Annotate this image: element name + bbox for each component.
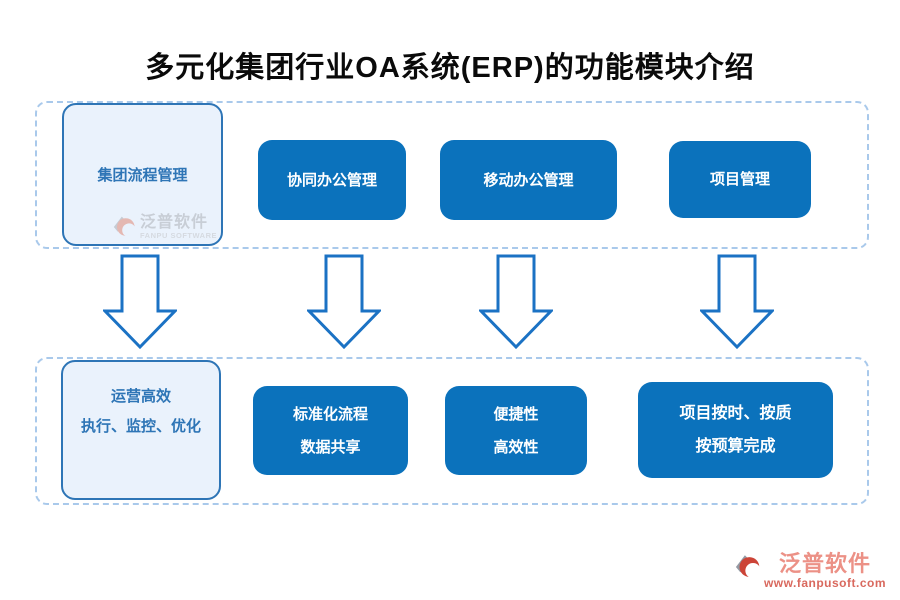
watermark-subtitle: FANPU SOFTWARE bbox=[139, 230, 217, 240]
benefit-line: 高效性 bbox=[493, 438, 539, 456]
page-title: 多元化集团行业OA系统(ERP)的功能模块介绍 bbox=[145, 52, 755, 84]
module-label: 项目管理 bbox=[709, 171, 770, 188]
benefit-box-convenience: 便捷性 高效性 bbox=[445, 386, 587, 475]
benefit-line: 按预算完成 bbox=[695, 438, 776, 455]
watermark-name: 泛普软件 bbox=[139, 213, 208, 231]
fanpu-logo-icon bbox=[735, 555, 761, 579]
module-box-project-management: 项目管理 bbox=[669, 141, 811, 218]
module-label: 移动办公管理 bbox=[483, 171, 574, 189]
watermark: 泛普软件 FANPU SOFTWARE bbox=[113, 214, 217, 240]
watermark-text: 泛普软件 FANPU SOFTWARE bbox=[139, 213, 217, 240]
outcome-line: 运营高效 bbox=[110, 388, 171, 405]
fanpu-logo-icon bbox=[113, 216, 136, 237]
module-box-mobile-office: 移动办公管理 bbox=[440, 140, 617, 220]
down-arrow-icon bbox=[700, 254, 774, 350]
down-arrow-icon bbox=[103, 254, 177, 350]
down-arrow-icon bbox=[307, 254, 381, 350]
source-box-group-process: 集团流程管理 泛普软件 FANPU SOFTWARE bbox=[62, 103, 223, 246]
down-arrow-icon bbox=[479, 254, 553, 350]
outcome-line: 执行、监控、优化 bbox=[80, 418, 201, 435]
benefit-line: 标准化流程 bbox=[292, 405, 368, 423]
brand-footer: 泛普软件 www.fanpusoft.com bbox=[735, 552, 886, 590]
brand-name: 泛普软件 bbox=[778, 551, 871, 576]
source-box-label: 集团流程管理 bbox=[97, 167, 188, 184]
module-box-collaborative-office: 协同办公管理 bbox=[258, 140, 406, 220]
brand-url: www.fanpusoft.com bbox=[763, 576, 886, 590]
outcome-box-operations: 运营高效 执行、监控、优化 bbox=[61, 360, 221, 500]
benefit-box-standardized-process: 标准化流程 数据共享 bbox=[253, 386, 408, 475]
benefit-line: 数据共享 bbox=[300, 438, 361, 456]
brand-text: 泛普软件 www.fanpusoft.com bbox=[763, 551, 886, 591]
module-label: 协同办公管理 bbox=[286, 171, 377, 189]
benefit-line: 项目按时、按质 bbox=[679, 405, 792, 422]
benefit-box-project-completion: 项目按时、按质 按预算完成 bbox=[638, 382, 833, 478]
benefit-line: 便捷性 bbox=[493, 405, 539, 423]
